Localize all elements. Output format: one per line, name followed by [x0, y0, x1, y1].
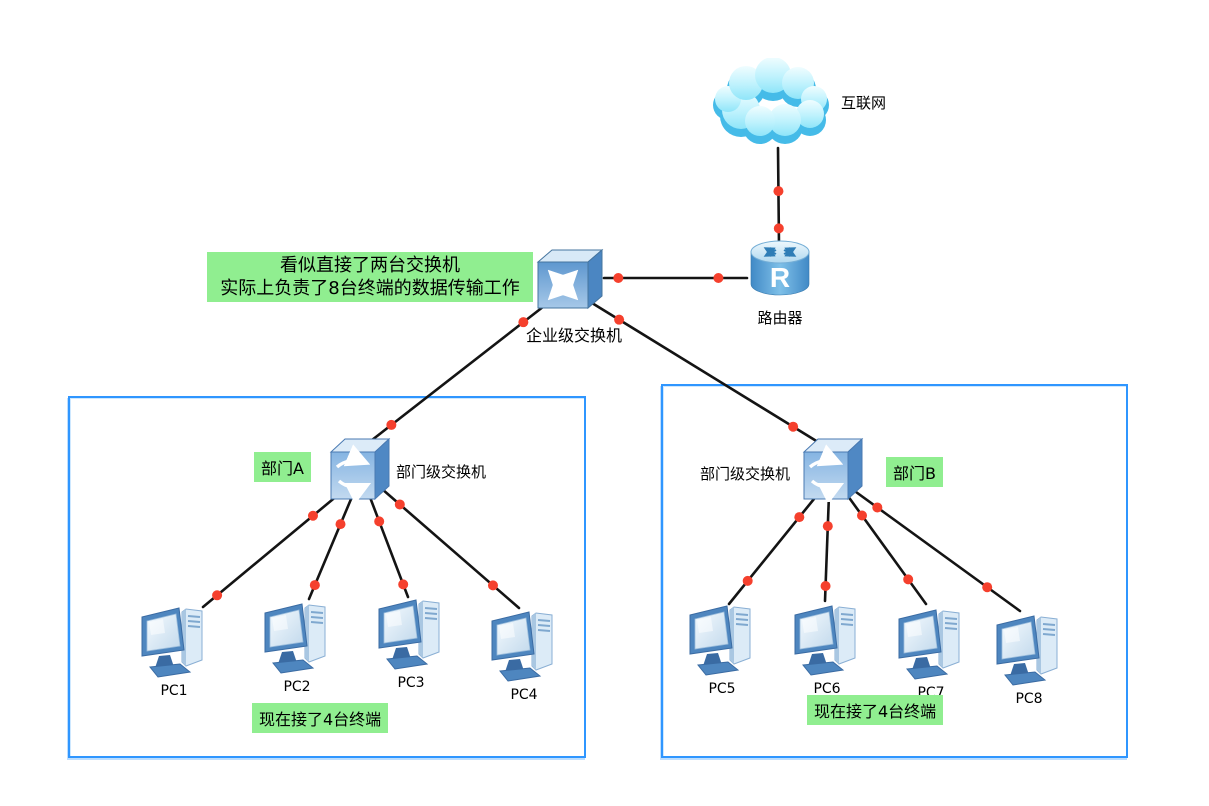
connection-dot	[713, 273, 724, 283]
router-letter: R	[770, 262, 790, 293]
internet-label: 互联网	[841, 94, 887, 112]
network-link	[590, 301, 820, 444]
dept-b-badge: 部门B	[886, 457, 943, 487]
pc-node-pc2: PC2	[261, 596, 333, 695]
connection-dot	[386, 419, 397, 430]
router-icon: R	[750, 240, 810, 296]
internet-cloud	[713, 57, 835, 153]
switch-arrows-icon	[335, 444, 372, 505]
pc-node-pc8: PC8	[993, 608, 1065, 707]
connection-dot	[398, 579, 409, 590]
connection-dot	[518, 317, 529, 328]
dept-switch-icon	[802, 437, 864, 505]
dept-switch-a-label: 部门级交换机	[396, 463, 487, 481]
network-link	[366, 490, 410, 599]
pc-icon	[378, 599, 440, 670]
dept-a-terminals-note: 现在接了4台终端	[252, 703, 389, 733]
connection-dot	[822, 521, 833, 532]
pc-icon	[794, 605, 856, 676]
switch-arrows-icon	[808, 444, 845, 505]
pc-label: PC6	[813, 681, 841, 697]
pc-node-pc1: PC1	[138, 600, 210, 699]
network-link	[854, 490, 1022, 613]
pc-icon	[264, 603, 326, 674]
connection-dot	[487, 580, 498, 591]
connection-dot	[773, 186, 784, 197]
connection-dot	[742, 575, 753, 586]
dept-b-boundary-box	[661, 384, 1128, 758]
dept-switch-b-label: 部门级交换机	[700, 465, 791, 483]
connection-dot	[820, 581, 831, 592]
connection-dot	[982, 582, 993, 593]
dept-switch-icon	[329, 437, 391, 505]
connection-dot	[374, 516, 385, 527]
dept-a-badge: 部门A	[254, 452, 311, 482]
pc-label: PC4	[510, 687, 538, 703]
pc-node-pc7: PC7	[895, 602, 967, 701]
connection-dot	[773, 223, 784, 234]
pc-label: PC1	[160, 683, 188, 699]
dept-switch-a	[329, 434, 393, 505]
dept-b-terminals-note: 现在接了4台终端	[807, 695, 944, 725]
enterprise-switch	[536, 248, 606, 312]
annotation-line1: 看似直接了两台交换机	[280, 255, 460, 276]
connection-dot	[309, 580, 320, 591]
pc-label: PC3	[397, 675, 425, 691]
pc-node-pc3: PC3	[375, 592, 447, 691]
network-link	[370, 301, 550, 442]
connection-dot	[794, 512, 805, 523]
connection-dot	[212, 590, 223, 601]
router-label: 路由器	[757, 309, 803, 327]
network-link	[201, 488, 346, 609]
connection-dot	[613, 273, 624, 283]
connection-dot	[903, 574, 914, 585]
pc-icon	[689, 605, 751, 676]
pc-node-pc4: PC4	[488, 604, 560, 703]
cloud-icon	[713, 57, 829, 144]
network-link	[727, 492, 820, 606]
connection-dot	[788, 421, 799, 432]
annotation-line2: 实际上负责了8台终端的数据传输工作	[220, 278, 520, 299]
pc-icon	[898, 609, 960, 680]
connection-dot	[335, 519, 346, 530]
network-link	[843, 490, 928, 606]
router: R	[745, 238, 815, 304]
connection-dot	[872, 502, 883, 513]
connection-dot	[857, 510, 868, 521]
enterprise-switch-label: 企业级交换机	[526, 326, 623, 345]
router-arrows-icon	[763, 246, 797, 258]
dept-switch-b	[802, 434, 866, 505]
dept-a-boundary-box	[68, 396, 586, 758]
pc-icon	[996, 615, 1058, 686]
connection-dot	[394, 499, 405, 510]
pc-label: PC2	[283, 679, 311, 695]
connection-dot	[307, 510, 318, 521]
enterprise-switch-icon	[536, 248, 604, 310]
pc-label: PC8	[1015, 691, 1043, 707]
pc-node-pc6: PC6	[791, 598, 863, 697]
pc-icon	[491, 611, 553, 682]
pc-icon	[141, 607, 203, 678]
connection-dot	[614, 314, 625, 325]
pc-node-pc5: PC5	[686, 598, 758, 697]
annotation-note: 看似直接了两台交换机 实际上负责了8台终端的数据传输工作	[207, 252, 533, 302]
pc-label: PC5	[708, 681, 736, 697]
